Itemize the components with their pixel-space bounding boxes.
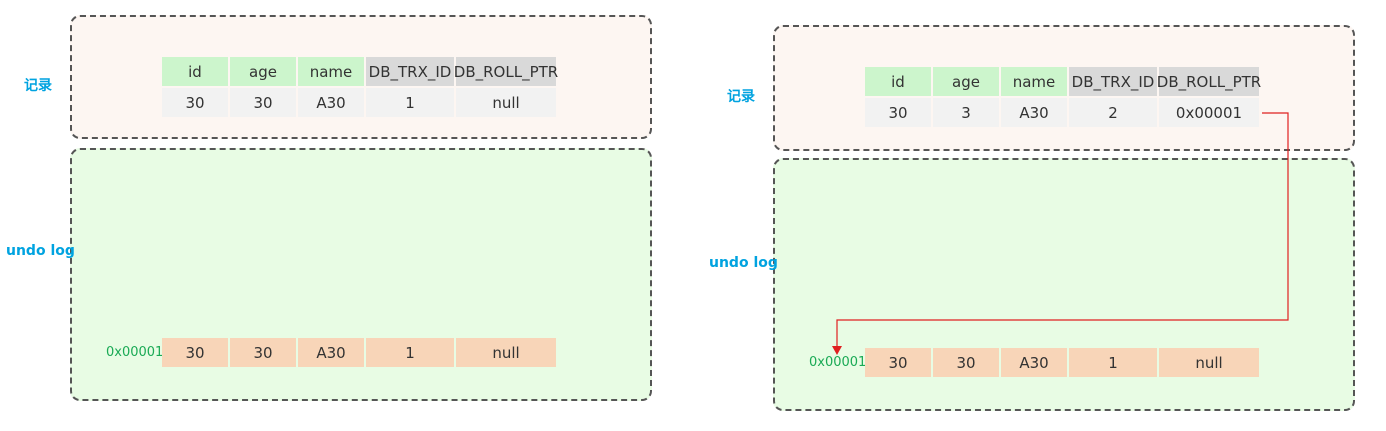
table-row: 30 3 A30 2 0x00001 xyxy=(865,98,1259,127)
header-name: name xyxy=(298,57,364,86)
right-record-table: id age name DB_TRX_ID DB_ROLL_PTR 30 3 A… xyxy=(865,67,1261,127)
undo-cell-name: A30 xyxy=(1001,348,1067,377)
right-undo-address: 0x00001 xyxy=(809,355,867,370)
table-header-row: id age name DB_TRX_ID DB_ROLL_PTR xyxy=(865,67,1261,96)
header-db-trx-id: DB_TRX_ID xyxy=(366,57,454,86)
header-age: age xyxy=(933,67,999,96)
header-db-roll-ptr: DB_ROLL_PTR xyxy=(1157,67,1261,96)
cell-db-trx-id: 2 xyxy=(1069,98,1157,127)
undo-row: 30 30 A30 1 null xyxy=(865,348,1259,377)
undo-cell-db-roll-ptr: null xyxy=(1159,348,1259,377)
header-id: id xyxy=(865,67,931,96)
undo-cell-age: 30 xyxy=(933,348,999,377)
cell-id: 30 xyxy=(162,88,228,117)
undo-cell-db-trx-id: 1 xyxy=(366,338,454,367)
right-undo-table: 30 30 A30 1 null xyxy=(865,348,1259,377)
cell-id: 30 xyxy=(865,98,931,127)
table-header-row: id age name DB_TRX_ID DB_ROLL_PTR xyxy=(162,57,558,86)
undo-cell-id: 30 xyxy=(162,338,228,367)
left-record-label: 记录 xyxy=(24,78,52,94)
undo-cell-id: 30 xyxy=(865,348,931,377)
left-undo-address: 0x00001 xyxy=(106,345,164,360)
cell-name: A30 xyxy=(1001,98,1067,127)
header-db-trx-id: DB_TRX_ID xyxy=(1069,67,1157,96)
left-undo-log-label: undo log xyxy=(6,243,75,259)
undo-cell-db-trx-id: 1 xyxy=(1069,348,1157,377)
left-undo-table: 30 30 A30 1 null xyxy=(162,338,556,367)
cell-db-roll-ptr: 0x00001 xyxy=(1159,98,1259,127)
header-age: age xyxy=(230,57,296,86)
header-id: id xyxy=(162,57,228,86)
header-name: name xyxy=(1001,67,1067,96)
cell-name: A30 xyxy=(298,88,364,117)
right-undo-log-label: undo log xyxy=(709,255,778,271)
cell-age: 30 xyxy=(230,88,296,117)
undo-cell-age: 30 xyxy=(230,338,296,367)
undo-cell-name: A30 xyxy=(298,338,364,367)
undo-cell-db-roll-ptr: null xyxy=(456,338,556,367)
header-db-roll-ptr: DB_ROLL_PTR xyxy=(454,57,558,86)
cell-age: 3 xyxy=(933,98,999,127)
left-record-table: id age name DB_TRX_ID DB_ROLL_PTR 30 30 … xyxy=(162,57,558,117)
cell-db-roll-ptr: null xyxy=(456,88,556,117)
cell-db-trx-id: 1 xyxy=(366,88,454,117)
table-row: 30 30 A30 1 null xyxy=(162,88,556,117)
right-record-label: 记录 xyxy=(727,89,755,105)
undo-row: 30 30 A30 1 null xyxy=(162,338,556,367)
